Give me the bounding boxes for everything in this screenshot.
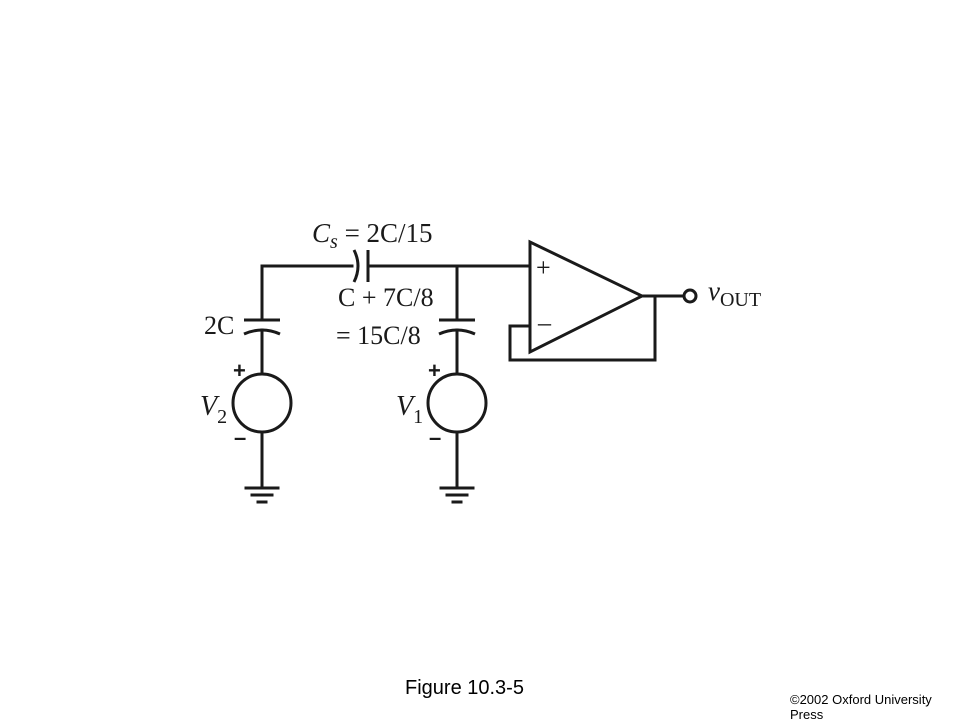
right-capacitor-label-line1: C + 7C/8 bbox=[338, 283, 434, 312]
v2-plus-sign: + bbox=[233, 358, 246, 383]
opamp-plus-sign: + bbox=[536, 253, 551, 282]
v2-label: V2 bbox=[200, 391, 227, 428]
right-capacitor-label-line2: = 15C/8 bbox=[336, 321, 421, 350]
cs-capacitor-plate-curved bbox=[352, 249, 360, 283]
v1-plus-sign: + bbox=[428, 358, 441, 383]
figure-caption: Figure 10.3-5 bbox=[405, 677, 524, 699]
v1-label: V1 bbox=[396, 391, 423, 428]
opamp-triangle bbox=[528, 239, 646, 355]
vout-label: vOUT bbox=[708, 276, 761, 311]
opamp-minus-sign: – bbox=[537, 308, 552, 337]
output-terminal bbox=[682, 288, 698, 304]
feedback-wire bbox=[508, 294, 657, 362]
v1-minus-sign: – bbox=[429, 425, 441, 450]
copyright-notice: ©2002 Oxford University Press bbox=[790, 692, 932, 722]
left-capacitor-label: 2C bbox=[204, 311, 234, 340]
cs-label: Cs = 2C/15 bbox=[312, 218, 433, 253]
v2-minus-sign: – bbox=[234, 425, 246, 450]
